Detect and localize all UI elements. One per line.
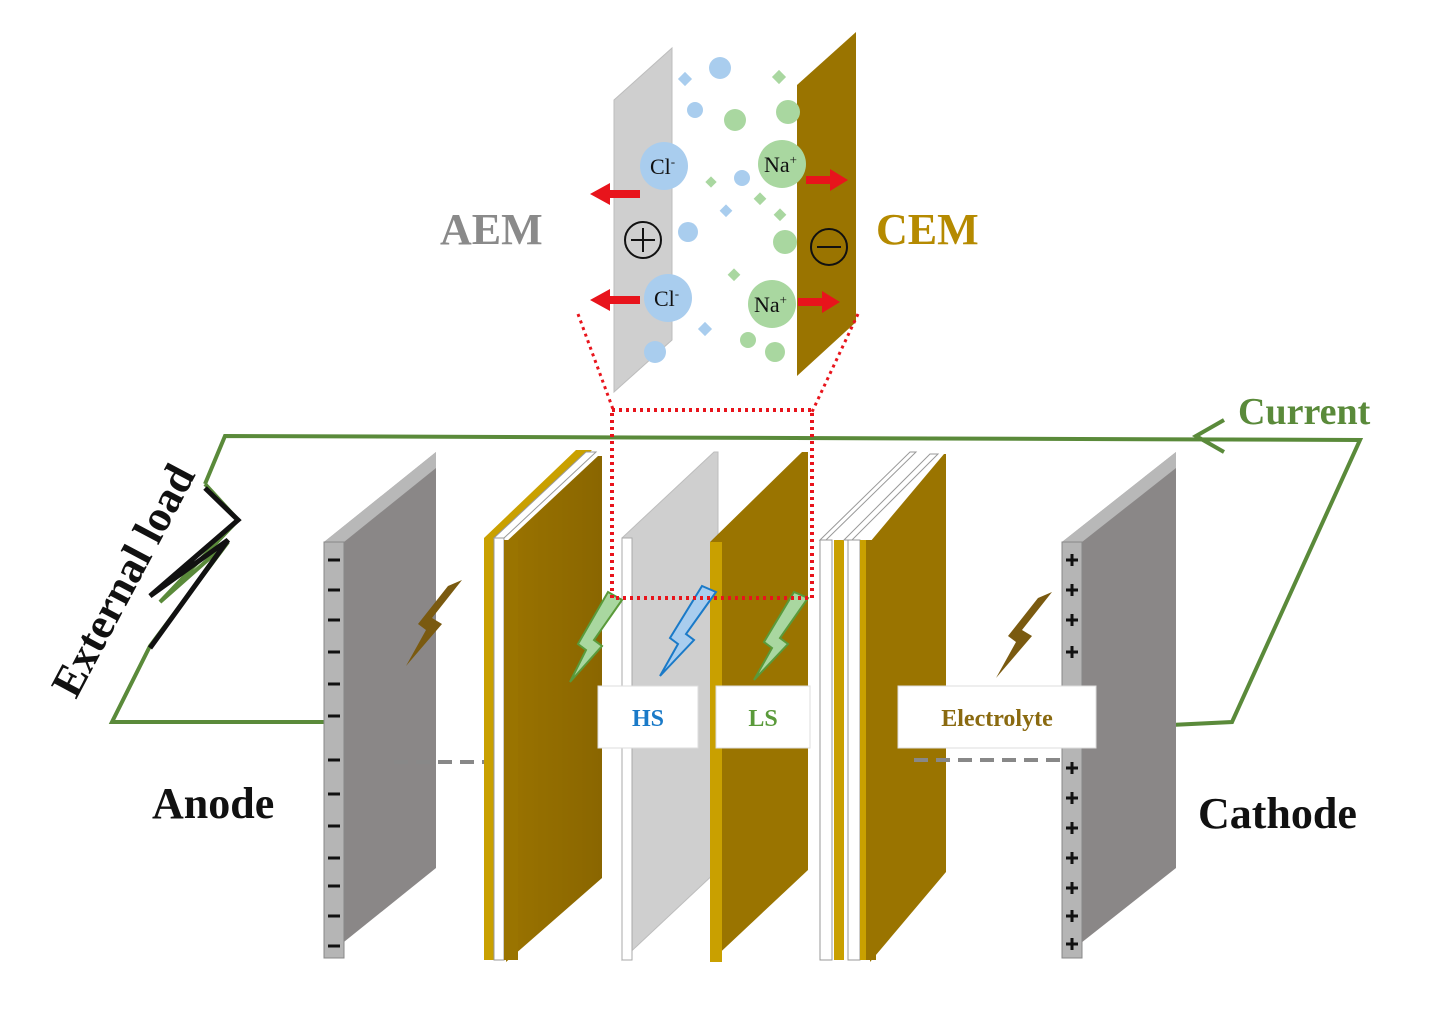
cathode-electrolyte-arrow — [996, 592, 1052, 678]
aem-membrane — [613, 46, 673, 394]
membrane-stack-left — [484, 450, 602, 962]
channel-flow-arrows — [569, 584, 810, 683]
zoom-region-box — [610, 408, 814, 600]
svg-text:Na+: Na+ — [754, 292, 787, 317]
sodium-ion-bottom: Na+ — [748, 280, 796, 328]
zoom-inset: Cl- Cl- Na+ Na+ — [440, 32, 979, 413]
cem-charge-sign — [810, 228, 848, 266]
chloride-ion-top: Cl- — [640, 142, 688, 190]
cathode-electrode — [996, 452, 1176, 959]
svg-text:Cl-: Cl- — [654, 286, 679, 311]
aem-charge-sign — [624, 221, 662, 259]
svg-text:Cl-: Cl- — [650, 154, 675, 179]
cathode-positive-signs — [1066, 554, 1078, 950]
current-label: Current — [1238, 391, 1371, 433]
anode-electrode — [323, 452, 462, 959]
sodium-ion-top: Na+ — [758, 140, 806, 188]
electrolyte-label: Electrolyte — [941, 706, 1053, 732]
cem-label: CEM — [876, 205, 979, 254]
chloride-ion-bottom: Cl- — [644, 274, 692, 322]
ion-flux-arrows — [590, 169, 848, 313]
hs-label: HS — [632, 706, 664, 732]
cem-membrane — [797, 32, 856, 376]
svg-text:Na+: Na+ — [764, 152, 797, 177]
aem-label: AEM — [440, 205, 543, 254]
anode-label: Anode — [152, 779, 274, 828]
anode-negative-signs — [328, 558, 340, 948]
external-load-resistor — [147, 486, 242, 650]
ls-label-box: LS — [715, 685, 811, 749]
hs-label-box: HS — [597, 685, 699, 749]
current-arrow-head — [1191, 418, 1225, 454]
ls-label: LS — [748, 706, 777, 732]
stack-continuation-dashes — [394, 758, 1062, 764]
anode-electrolyte-arrow — [406, 580, 462, 666]
cathode-label: Cathode — [1198, 789, 1357, 838]
electrolyte-label-box: Electrolyte — [897, 685, 1097, 749]
